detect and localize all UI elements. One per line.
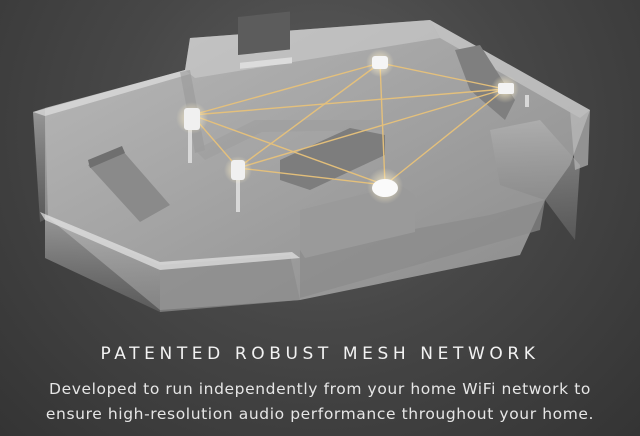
mesh-node-left-speaker: [176, 102, 208, 134]
mesh-node-mid-speaker: [224, 156, 252, 184]
sofa-left: [88, 150, 170, 222]
headline: PATENTED ROBUST MESH NETWORK: [100, 344, 540, 364]
home-floorplan-illustration: [33, 11, 590, 312]
right-wall-top: [430, 20, 590, 118]
speaker-stand-right: [525, 95, 529, 107]
hall-wall: [195, 120, 385, 160]
sofa-center: [280, 128, 385, 190]
mesh-node-center-hub: [367, 168, 403, 204]
mesh-node-right-speaker: [491, 75, 519, 103]
front-wall-right: [300, 200, 545, 298]
speaker-stand-left: [188, 128, 192, 163]
left-wall-top: [33, 70, 190, 116]
speaker-stand-mid: [236, 180, 240, 212]
sofa-left-back: [88, 146, 125, 168]
tv-screen: [238, 11, 290, 55]
left-wall: [33, 108, 48, 222]
mesh-node-tv: [366, 49, 394, 77]
right-room-wall: [490, 120, 580, 240]
description-line-1: Developed to run independently from your…: [49, 380, 591, 398]
description-line-2: ensure high-resolution audio performance…: [45, 405, 595, 423]
soundbar: [240, 57, 292, 69]
front-wall-center: [160, 255, 300, 312]
right-outer-wall: [570, 110, 590, 170]
front-wall-left: [45, 215, 160, 312]
